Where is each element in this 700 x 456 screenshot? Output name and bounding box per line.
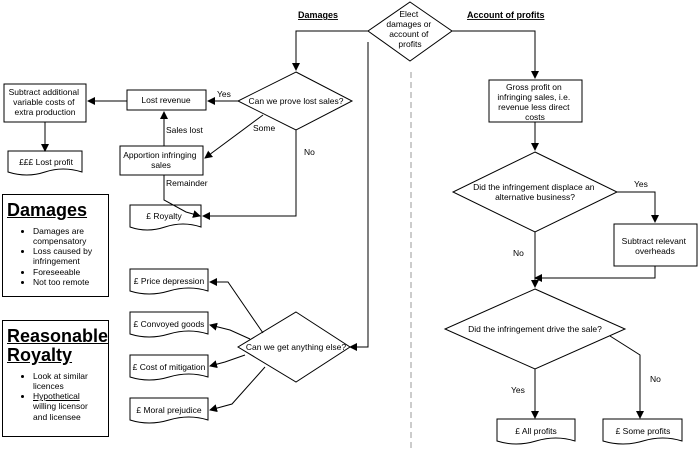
subtract-variable-costs-text: Subtract additional variable costs of ex… xyxy=(9,87,82,117)
reasonable-royalty-item: Look at similar licences xyxy=(33,371,104,391)
damages-info-item: Not too remote xyxy=(33,277,104,287)
subtract-overheads-text: Subtract relevant overheads xyxy=(622,236,689,256)
damages-info-list: Damages are compensatory Loss caused by … xyxy=(7,226,104,287)
subtract-overheads-box xyxy=(613,223,698,267)
no-drive-label: No xyxy=(650,374,661,384)
apportion-text: Apportion infringing sales xyxy=(123,150,199,170)
lost-profit-text: £££ Lost profit xyxy=(19,157,74,167)
reasonable-royalty-list: Look at similar licences Hypothetical wi… xyxy=(7,371,104,422)
overheads-to-drive-arrow xyxy=(534,266,656,282)
yes-displace-label: Yes xyxy=(634,179,648,189)
royalty-text: £ Royalty xyxy=(146,211,182,221)
moral-prejudice-text: £ Moral prejudice xyxy=(136,405,201,415)
damages-header: Damages xyxy=(298,10,338,20)
anything-else-diamond xyxy=(237,311,351,383)
remainder-label: Remainder xyxy=(166,178,208,188)
yes-lost-sales-label: Yes xyxy=(217,89,231,99)
to-convoyed-goods-arrow xyxy=(209,322,251,340)
lost-revenue-text: Lost revenue xyxy=(141,95,190,105)
reasonable-royalty-title: Reasonable Royalty xyxy=(7,327,108,365)
royalty-document xyxy=(129,204,202,231)
remainder-to-royalty-arrow xyxy=(163,175,201,218)
gross-profit-box xyxy=(488,79,583,123)
account-of-profits-header: Account of profits xyxy=(467,10,545,20)
some-profits-document xyxy=(602,418,683,445)
elect-to-prove-arrow xyxy=(292,30,368,71)
convoyed-goods-document xyxy=(129,311,209,338)
cost-of-mitigation-document xyxy=(129,354,209,381)
cost-of-mitigation-text: £ Cost of mitigation xyxy=(133,362,206,372)
elect-text: Elect damages or account of profits xyxy=(386,9,433,49)
some-label: Some xyxy=(253,123,275,133)
hypothetical-text: Hypothetical xyxy=(33,391,80,402)
price-depression-text: £ Price depression xyxy=(134,276,205,286)
no-lost-sales-label: No xyxy=(304,147,315,157)
reasonable-royalty-item: Hypothetical willing licensor and licens… xyxy=(33,391,104,422)
damages-info-item: Damages are compensatory xyxy=(33,226,104,246)
damages-info-item: Loss caused by infringement xyxy=(33,246,104,266)
no-displace-label: No xyxy=(513,248,524,258)
all-profits-document xyxy=(496,418,576,445)
some-profits-text: £ Some profits xyxy=(616,426,671,436)
elect-diamond xyxy=(367,1,453,62)
damages-info-box: Damages Damages are compensatory Loss ca… xyxy=(2,194,109,297)
displace-business-text: Did the infringement displace an alterna… xyxy=(473,182,597,202)
anything-else-text: Can we get anything else? xyxy=(246,342,346,352)
reasonable-royalty-title-line2: Royalty xyxy=(7,344,73,365)
gross-profit-text: Gross profit on infringing sales, i.e. r… xyxy=(497,82,572,122)
no-to-some-profits-arrow xyxy=(609,335,644,419)
lost-profit-document xyxy=(7,150,83,176)
elect-to-anything-else-arrow xyxy=(349,42,369,351)
damages-info-title: Damages xyxy=(7,200,88,220)
lost-revenue-box xyxy=(126,89,207,111)
price-depression-document xyxy=(129,268,209,295)
drive-sale-text: Did the infringement drive the sale? xyxy=(468,324,602,334)
to-cost-of-mitigation-arrow xyxy=(209,354,246,369)
all-profits-text: £ All profits xyxy=(515,426,557,436)
no-to-royalty-arrow xyxy=(202,130,297,220)
moral-prejudice-document xyxy=(129,397,209,424)
convoyed-goods-text: £ Convoyed goods xyxy=(134,319,205,329)
yes-to-overheads-arrow xyxy=(617,191,659,223)
willing-parties-text: willing licensor and licensee xyxy=(33,401,88,422)
reasonable-royalty-title-line1: Reasonable xyxy=(7,326,109,346)
to-price-depression-arrow xyxy=(209,278,264,334)
sales-lost-label: Sales lost xyxy=(166,125,203,135)
yes-drive-label: Yes xyxy=(511,385,525,395)
elect-to-gross-profit-arrow xyxy=(452,30,539,79)
reasonable-royalty-info-box: Reasonable Royalty Look at similar licen… xyxy=(2,320,109,437)
to-moral-prejudice-arrow xyxy=(209,366,266,413)
apportion-box xyxy=(119,145,204,176)
some-to-apportion-arrow xyxy=(204,114,264,159)
damages-info-item: Foreseeable xyxy=(33,267,104,277)
prove-lost-sales-text: Can we prove lost sales? xyxy=(249,96,344,106)
